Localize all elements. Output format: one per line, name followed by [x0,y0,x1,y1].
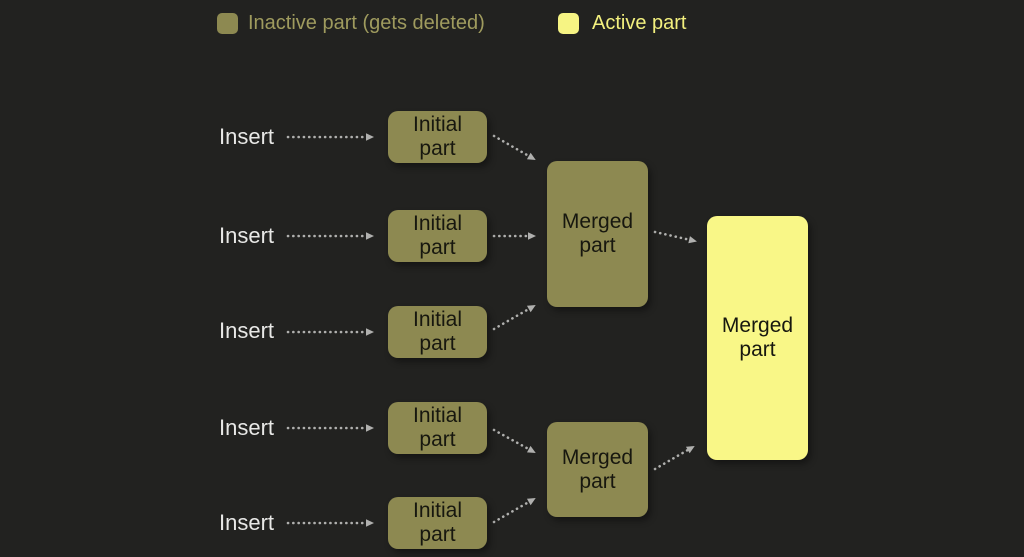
insert-label-2: Insert [219,223,275,248]
arrow-initial5-to-merged-bottom [492,497,536,524]
insert-label-1: Insert [219,124,275,149]
node-initial-part-1: Initial part [388,111,487,163]
insert-label-4: Insert [219,415,275,440]
arrow-initial3-to-merged-top [492,304,536,331]
arrow-merged-bottom-to-final [653,445,695,471]
arrow-merged-top-to-final [653,230,697,244]
node-merged-part-bottom: Merged part [547,422,648,517]
legend-active-label: Active part [592,12,687,34]
active-swatch-icon [558,13,579,34]
node-initial-part-2: Initial part [388,210,487,262]
legend-item-inactive: Inactive part (gets deleted) [217,13,485,34]
node-initial-part-5: Initial part [388,497,487,549]
insert-label-3: Insert [219,318,275,343]
node-initial-part-3: Initial part [388,306,487,358]
arrow-initial1-to-merged-top [492,134,536,161]
arrow-initial4-to-merged-bottom [492,428,536,454]
legend-inactive-label: Inactive part (gets deleted) [248,12,485,34]
node-merged-part-top: Merged part [547,161,648,307]
inactive-swatch-icon [217,13,238,34]
node-merged-part-final: Merged part [707,216,808,460]
legend-item-active: Active part [558,13,686,34]
insert-label-5: Insert [219,510,275,535]
node-initial-part-4: Initial part [388,402,487,454]
